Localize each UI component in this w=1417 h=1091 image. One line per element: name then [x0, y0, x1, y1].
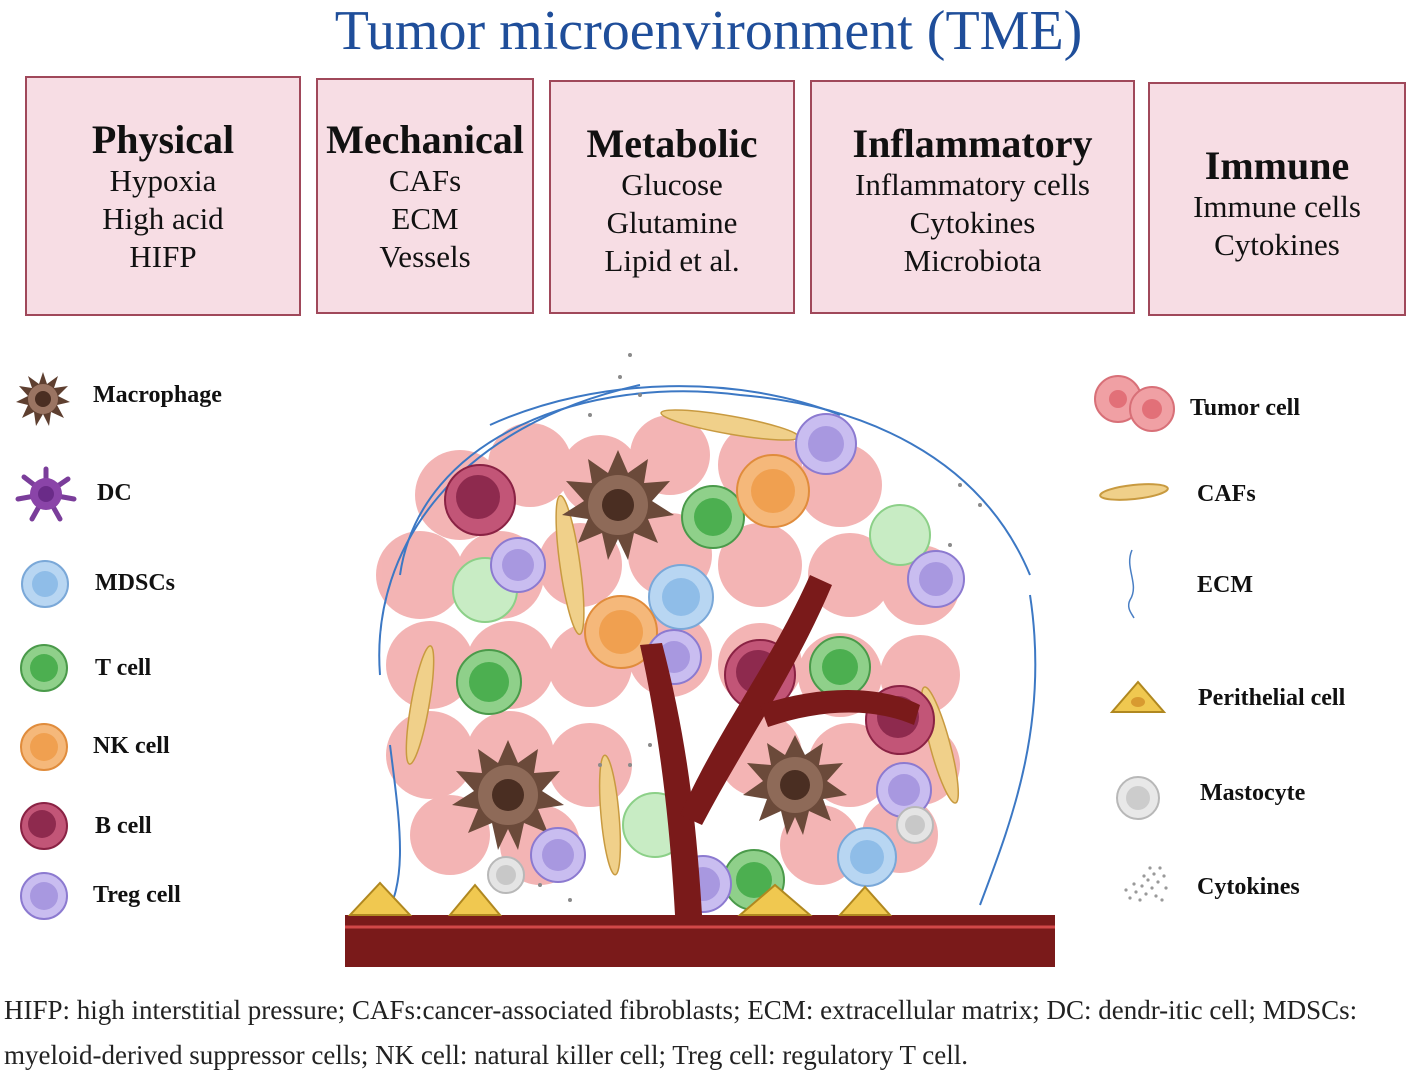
ecm-fibers	[378, 384, 1037, 926]
cytokine-dots	[538, 353, 982, 902]
category-item: Inflammatory cells	[855, 167, 1090, 202]
category-item: Immune cells	[1193, 189, 1361, 224]
category-item: CAFs	[388, 163, 462, 198]
legend-label-treg-cell: Treg cell	[93, 882, 181, 908]
macrophage-cells	[452, 450, 847, 850]
category-box-inflammatory: Inflammatory Inflammatory cells Cytokine…	[810, 80, 1135, 314]
legend-label-cytokines: Cytokines	[1197, 874, 1300, 900]
caf-icon	[1099, 483, 1169, 501]
nk-cell-icon	[20, 723, 68, 771]
category-title: Metabolic	[586, 121, 758, 166]
category-item: Hypoxia	[109, 163, 217, 198]
category-title: Inflammatory	[852, 121, 1093, 166]
category-title: Immune	[1204, 143, 1350, 188]
legend-label-perithelial-cell: Perithelial cell	[1198, 685, 1346, 711]
b-cell-icon	[20, 802, 68, 850]
legend-label-t-cell: T cell	[95, 655, 152, 681]
category-item: Glutamine	[606, 205, 738, 240]
dc-icon	[15, 466, 77, 522]
category-item: Glucose	[621, 167, 723, 202]
diagram-title: Tumor microenvironment (TME)	[334, 0, 1083, 62]
cytokines-icon	[1124, 866, 1168, 902]
mastocyte-icon	[1116, 776, 1160, 820]
category-item: ECM	[391, 201, 459, 236]
blood-vessel	[345, 575, 1055, 967]
tme-illustration	[345, 353, 1055, 967]
ecm-icon	[1127, 549, 1135, 619]
category-title: Mechanical	[326, 117, 524, 162]
legend-label-ecm: ECM	[1197, 572, 1253, 598]
category-box-physical: Physical Hypoxia High acid HIFP	[25, 76, 301, 316]
treg-cell-icon	[20, 872, 68, 920]
legend-label-mdscs: MDSCs	[95, 570, 176, 596]
category-box-mechanical: Mechanical CAFs ECM Vessels	[316, 78, 534, 314]
category-item: Microbiota	[903, 243, 1042, 278]
category-item: Lipid et al.	[604, 243, 740, 278]
category-box-immune: Immune Immune cells Cytokines	[1148, 82, 1406, 316]
legend-label-dc: DC	[97, 480, 132, 506]
perithelial-cells	[347, 881, 893, 916]
category-item: Vessels	[379, 239, 471, 274]
category-title: Physical	[91, 117, 235, 162]
macrophage-icon	[16, 372, 70, 426]
category-item: HIFP	[129, 239, 197, 274]
legend-label-mastocyte: Mastocyte	[1200, 780, 1306, 806]
category-item: High acid	[102, 201, 224, 236]
category-item: Cytokines	[1214, 227, 1340, 262]
legend-label-b-cell: B cell	[95, 813, 152, 839]
mdsc-icon	[21, 560, 69, 608]
legend-label-macrophage: Macrophage	[93, 382, 222, 408]
perithelial-cell-icon	[1109, 680, 1167, 713]
legend-label-tumor-cell: Tumor cell	[1190, 395, 1301, 421]
legend-label-nk-cell: NK cell	[93, 733, 170, 759]
t-cell-icon	[20, 644, 68, 692]
tumor-cell-icon	[1094, 375, 1175, 432]
legend-label-cafs: CAFs	[1197, 481, 1256, 507]
category-item: Cytokines	[909, 205, 1036, 240]
figure-caption: HIFP: high interstitial pressure; CAFs:c…	[4, 995, 1358, 1070]
category-box-metabolic: Metabolic Glucose Glutamine Lipid et al.	[549, 80, 795, 314]
